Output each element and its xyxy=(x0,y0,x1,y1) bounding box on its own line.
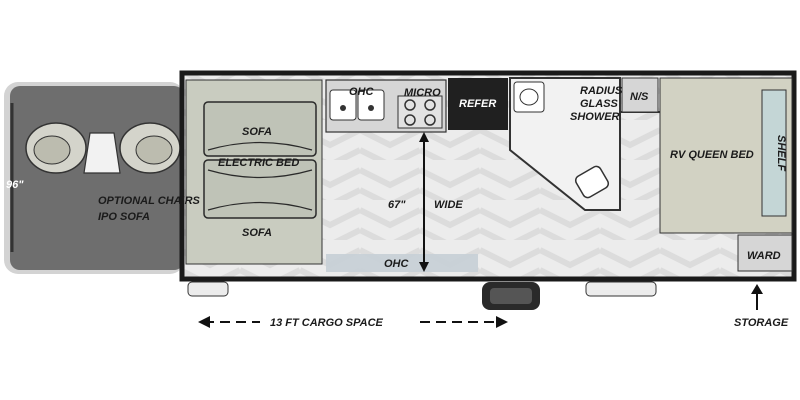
label-ns: N/S xyxy=(630,91,649,103)
step-left xyxy=(187,281,229,297)
side-table xyxy=(83,132,121,174)
queen-bed xyxy=(659,77,793,234)
label-width-dim: 96" xyxy=(6,179,24,191)
label-radius: RADIUS xyxy=(580,85,623,97)
label-ohc-bottom: OHC xyxy=(384,258,410,270)
storage-arrow xyxy=(751,284,763,310)
label-inner-width-value: 67" xyxy=(388,199,406,211)
label-sofa-top: SOFA xyxy=(242,126,272,138)
optional-chair-right xyxy=(119,122,181,174)
optional-chair-left xyxy=(25,122,87,174)
inner-width-arrow xyxy=(419,132,429,272)
label-storage: STORAGE xyxy=(734,317,789,329)
label-ipo-sofa: IPO SOFA xyxy=(98,211,150,223)
label-refer: REFER xyxy=(459,98,496,110)
wardrobe xyxy=(737,234,793,272)
step-right xyxy=(585,281,657,297)
label-ohc-top: OHC xyxy=(349,86,375,98)
ns-cabinet xyxy=(621,77,659,113)
ohc-bottom-band xyxy=(326,254,478,272)
label-electric-bed: ELECTRIC BED xyxy=(218,157,299,169)
label-glass: GLASS xyxy=(580,98,619,110)
refrigerator xyxy=(448,78,508,130)
label-cargo-space: 13 FT CARGO SPACE xyxy=(270,317,384,329)
label-micro: MICRO xyxy=(404,87,441,99)
label-optional-chairs: OPTIONAL CHAIRS xyxy=(98,195,201,207)
sofa-bed-block xyxy=(185,79,323,265)
toilet xyxy=(574,165,610,199)
label-shelf: SHELF xyxy=(775,135,787,171)
stovetop xyxy=(397,95,443,129)
label-shower: SHOWER xyxy=(570,111,620,123)
label-inner-width: WIDE xyxy=(434,199,463,211)
label-rv-queen-bed: RV QUEEN BED xyxy=(670,149,754,161)
ramp-door xyxy=(4,82,184,274)
label-sofa-bottom: SOFA xyxy=(242,227,272,239)
tire xyxy=(482,282,540,310)
cargo-dimension xyxy=(198,316,508,328)
label-ward: WARD xyxy=(747,250,781,262)
